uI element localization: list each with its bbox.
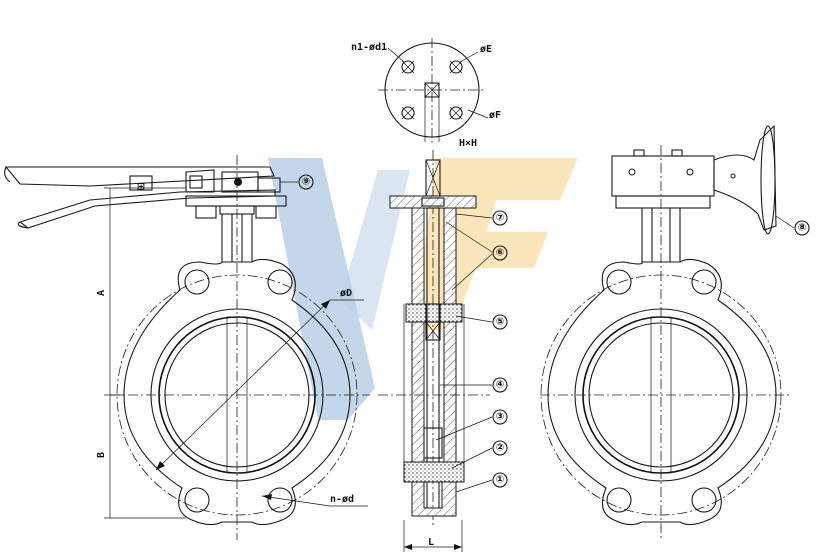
dim-phi-f-label: øF bbox=[489, 110, 501, 121]
callout-4: ④ bbox=[492, 377, 508, 393]
callout-1-text: ① bbox=[496, 475, 504, 486]
dim-n-phi-d-label: n-ød bbox=[330, 494, 354, 505]
callout-6-text: ⑥ bbox=[496, 248, 504, 259]
callout-7: ⑦ bbox=[492, 210, 508, 226]
lever-handle: ⊞ bbox=[4, 166, 281, 229]
center-section-view: L bbox=[378, 150, 493, 552]
callout-3-text: ③ bbox=[496, 412, 504, 423]
callout-8-text: ⑧ bbox=[798, 223, 806, 234]
callout-9-text: ⑨ bbox=[302, 177, 310, 188]
callout-2-text: ② bbox=[496, 443, 504, 454]
top-flange-view: n1-ød1 øE øF H×H bbox=[351, 38, 501, 149]
callout-1: ① bbox=[492, 472, 508, 488]
left-view-lever-operated: ⊞ bbox=[4, 155, 370, 540]
dim-a-label: A bbox=[96, 290, 107, 296]
svg-text:⊞: ⊞ bbox=[137, 182, 145, 193]
callout-8: ⑧ bbox=[794, 220, 810, 236]
callout-3: ③ bbox=[492, 409, 508, 425]
dim-b-label: B bbox=[96, 452, 107, 458]
dim-face-length-label: L bbox=[428, 537, 434, 548]
callout-4-text: ④ bbox=[496, 380, 504, 391]
callout-2: ② bbox=[492, 440, 508, 456]
dim-phi-d-label: øD bbox=[340, 288, 352, 299]
callout-5: ⑤ bbox=[492, 314, 508, 330]
callout-6: ⑥ bbox=[492, 245, 508, 261]
callout-7-text: ⑦ bbox=[496, 213, 504, 224]
callout-9: ⑨ bbox=[280, 174, 314, 190]
dim-bolt-holes-top-label: n1-ød1 bbox=[351, 42, 387, 53]
dim-square-drive-label: H×H bbox=[459, 138, 477, 149]
right-view-gear-operated bbox=[540, 124, 795, 540]
dim-phi-e-label: øE bbox=[480, 44, 492, 55]
callout-5-text: ⑤ bbox=[496, 317, 504, 328]
